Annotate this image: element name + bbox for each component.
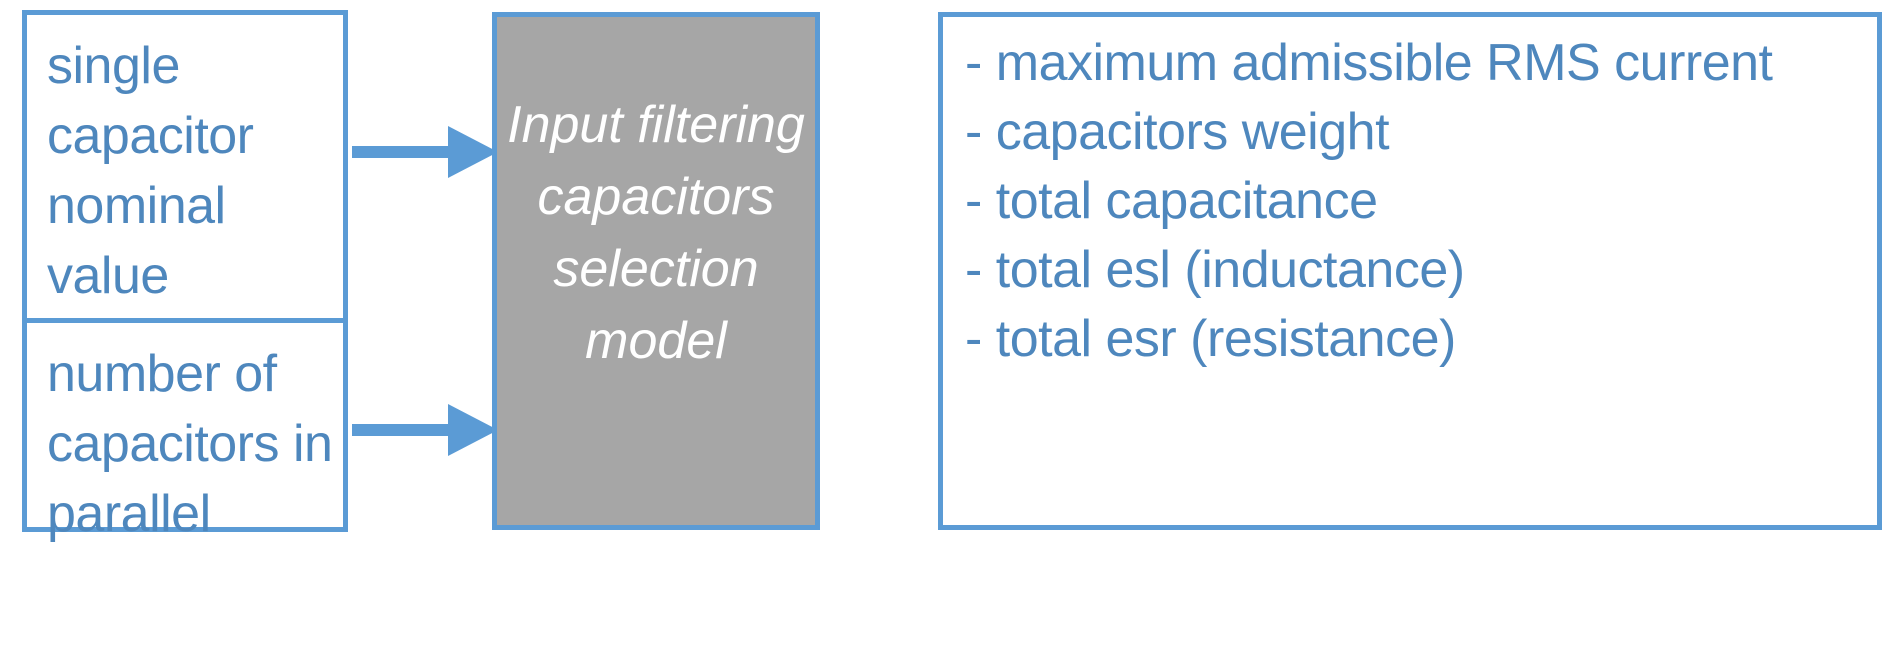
- output-box-results: - maximum admissible RMS current - capac…: [938, 12, 1882, 530]
- arrow-shaft: [352, 146, 452, 158]
- input-box-single-capacitor-nominal-value: single capacitor nominal value: [22, 10, 348, 338]
- arrow-head: [448, 404, 498, 456]
- input-box-number-of-capacitors-in-parallel: number of capacitors in parallel: [22, 318, 348, 543]
- input-box-2-label: number of capacitors in parallel: [47, 345, 333, 543]
- model-box-label: Input filtering capacitors selection mod…: [507, 96, 805, 370]
- arrow-input-1-to-model-icon: [352, 126, 498, 178]
- output-box-label: - maximum admissible RMS current - capac…: [965, 34, 1773, 368]
- arrow-input-2-to-model-icon: [352, 404, 498, 456]
- arrow-shaft: [352, 424, 452, 436]
- input-box-1-label: single capacitor nominal value: [47, 37, 254, 305]
- model-box-input-filtering-capacitors-selection: Input filtering capacitors selection mod…: [492, 12, 820, 530]
- arrow-head: [448, 126, 498, 178]
